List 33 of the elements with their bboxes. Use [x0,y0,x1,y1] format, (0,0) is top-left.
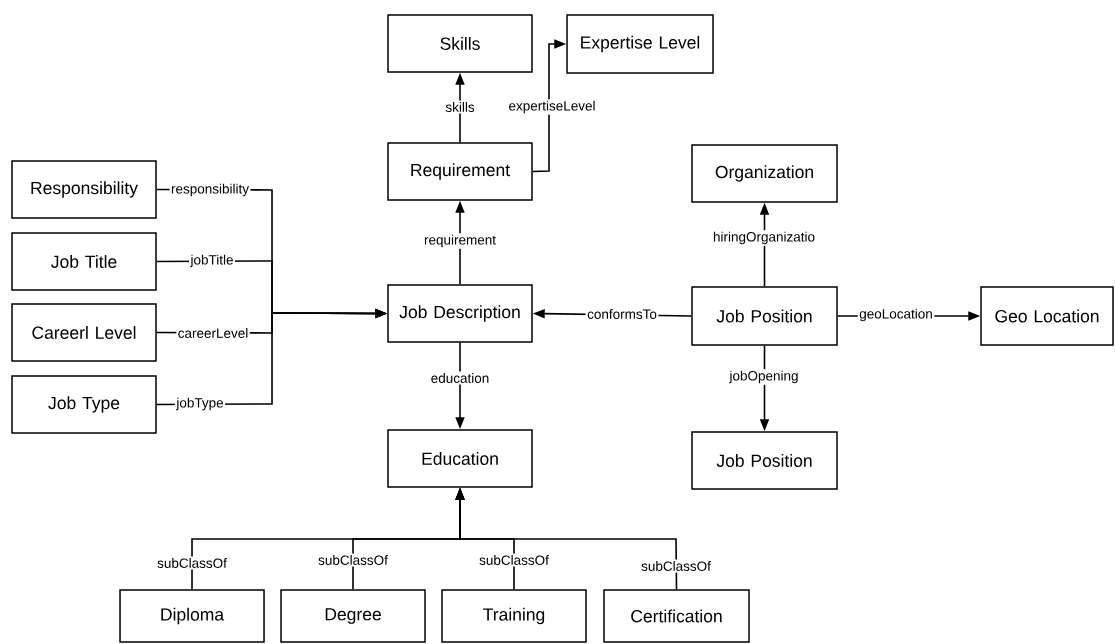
edge-label: hiringOrganizatio [711,230,817,246]
edge-label: subClassOf [477,553,551,567]
edge-label: subClassOf [639,559,713,573]
concept-box: Job Type [11,375,157,434]
concept-box: Education [387,429,533,488]
edge-label: responsibility [169,182,251,198]
concept-box: Job Position [691,431,838,490]
concept-box: Requirement [387,142,533,201]
concept-box: Geo Location [980,286,1114,346]
concept-box: Organization [691,144,838,203]
edge-label: subClassOf [155,556,229,570]
edge-label: education [429,371,491,385]
edge-label: requirement [422,233,498,249]
edge-label: expertiseLevel [507,99,598,115]
edge-label: jobType [174,396,226,412]
edge-label: careerLevel [176,326,250,340]
concept-box: Certification [603,589,750,643]
concept-box: Job Title [11,232,157,291]
edge-label: skills [443,100,477,114]
concept-box: Responsibility [11,160,157,219]
concept-box: Expertise Level [566,14,714,74]
concept-box: Careerl Level [11,303,157,362]
concept-box: Diploma [119,589,265,643]
concept-box: Degree [280,589,426,643]
edge-label: conformsTo [585,307,659,321]
edge-label: subClassOf [316,553,390,567]
concept-box: Training [441,589,587,643]
edge-label: geoLocation [857,307,935,323]
concept-box: Skills [387,14,533,73]
edge-label: jobOpening [728,369,801,385]
concept-box: Job Position [691,286,838,346]
edge-label: jobTitle [189,253,235,269]
concept-box: Job Description [387,284,533,343]
